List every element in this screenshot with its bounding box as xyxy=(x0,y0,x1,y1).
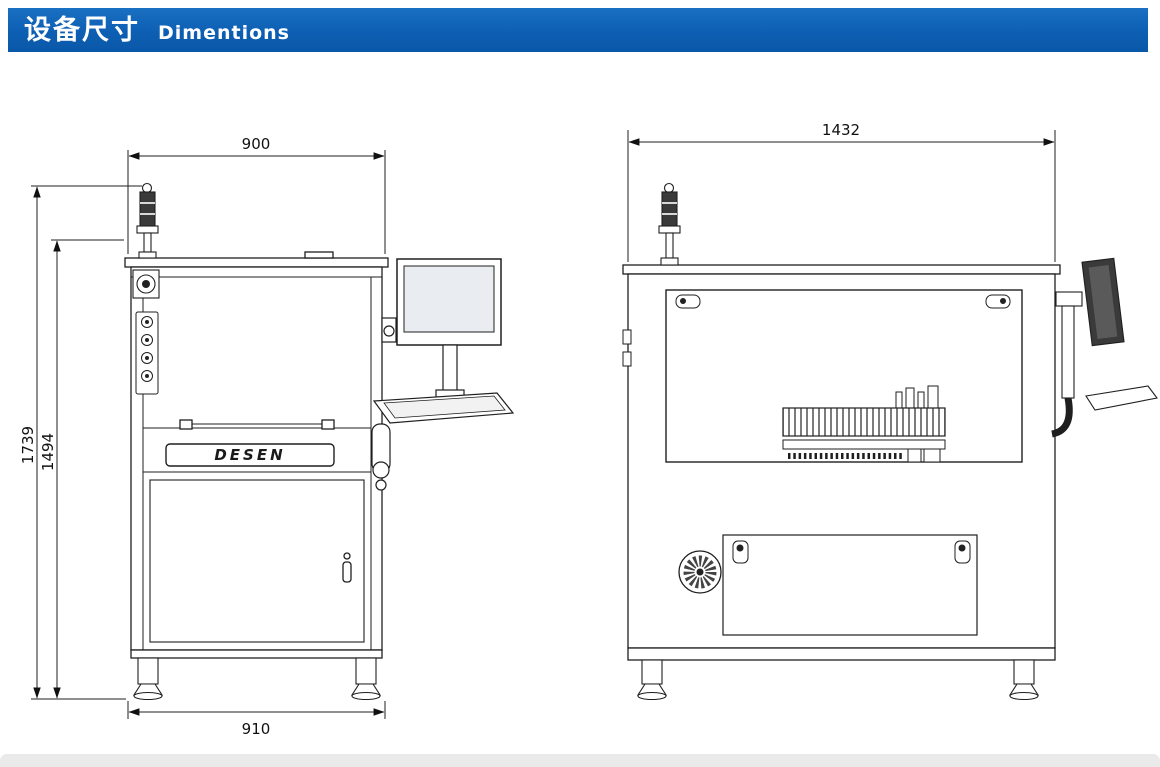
dim-label-front-height-total: 1739 xyxy=(19,426,37,464)
side-fan-icon xyxy=(678,550,722,594)
footer-divider-strip xyxy=(0,754,1160,767)
side-legs-feet xyxy=(636,659,1040,701)
side-view-drawing: 1432 xyxy=(622,121,1158,701)
front-legs-feet xyxy=(132,657,382,701)
front-signal-tower-icon xyxy=(136,182,159,259)
front-monitor-assembly xyxy=(371,258,515,491)
side-conveyor-assembly xyxy=(782,385,946,463)
front-dim-height-frame xyxy=(51,239,124,699)
side-access-door xyxy=(722,534,978,636)
section-title-chinese: 设备尺寸 xyxy=(24,14,140,46)
front-dim-width-top xyxy=(127,150,386,254)
dim-label-front-bottom-width: 910 xyxy=(242,720,271,738)
front-button-panel xyxy=(135,311,159,395)
section-title-english: Dimentions xyxy=(158,21,290,44)
front-dim-height-total xyxy=(31,185,142,700)
side-monitor-assembly xyxy=(1051,257,1158,438)
front-view-drawing: 900 1739 1494 910 xyxy=(19,135,515,738)
dim-label-side-width: 1432 xyxy=(822,121,860,139)
side-signal-tower-icon xyxy=(658,182,681,266)
section-header-bar: 设备尺寸 Dimentions xyxy=(8,8,1148,52)
side-dim-width xyxy=(627,130,1056,262)
front-cabinet-door xyxy=(149,479,365,643)
dim-label-front-height-frame: 1494 xyxy=(39,433,57,471)
brand-logo-text: DESEN xyxy=(214,446,285,464)
dim-label-front-top-width: 900 xyxy=(242,135,271,153)
front-dim-width-bottom xyxy=(127,701,386,719)
front-logo-plate xyxy=(165,443,335,467)
front-camera-module-icon xyxy=(132,269,160,299)
